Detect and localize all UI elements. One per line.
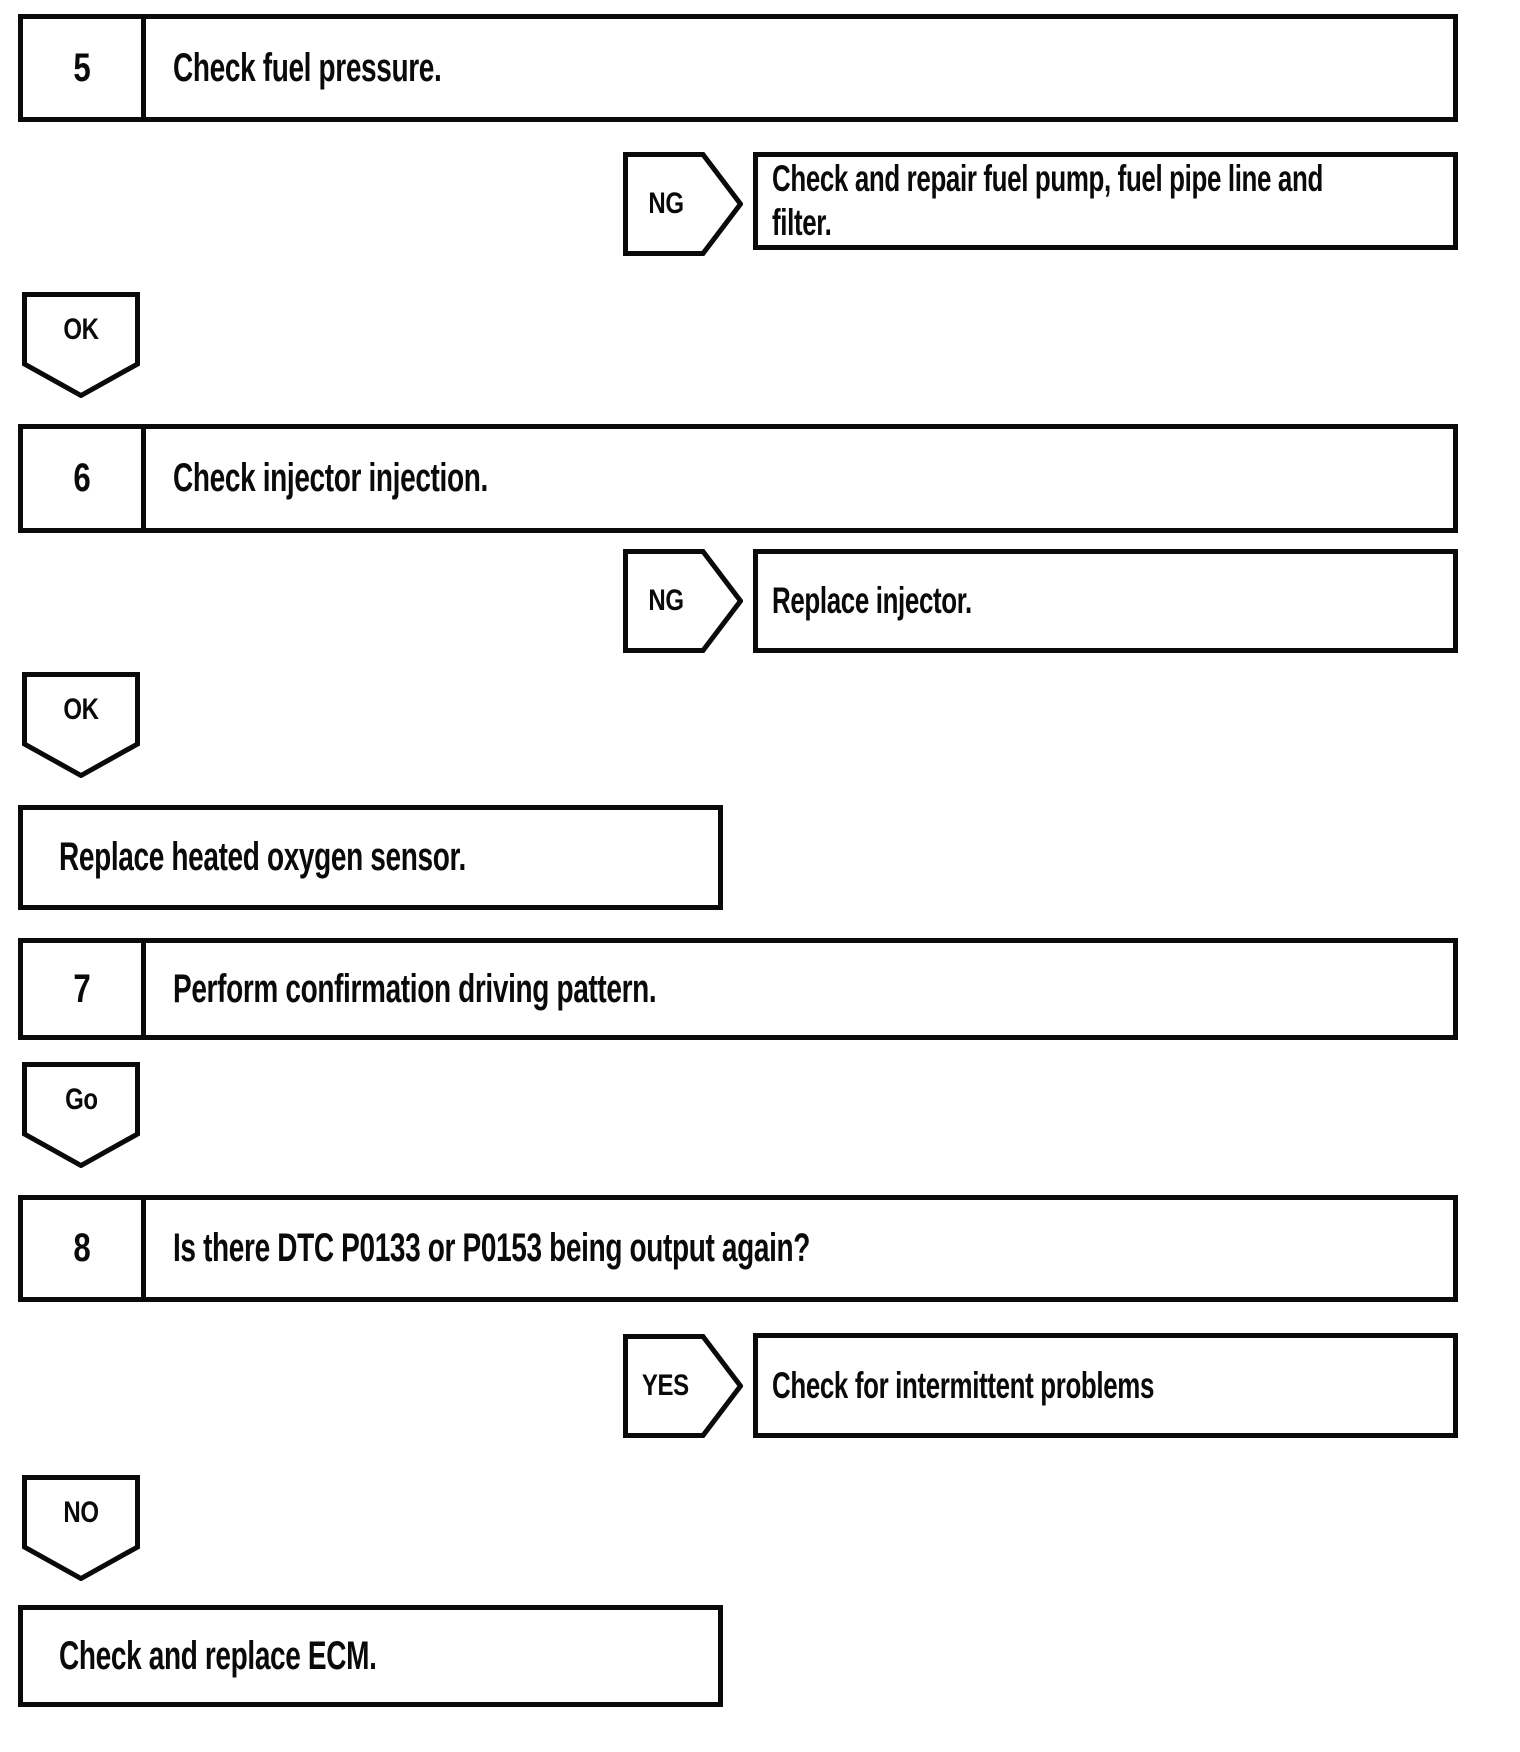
- step-number-text: 6: [73, 456, 91, 500]
- right-arrow-pentagon-shape: [623, 152, 743, 256]
- action-box-replace-heated-oxygen-sensor: Replace heated oxygen sensor.: [18, 805, 723, 910]
- step-label-8: Is there DTC P0133 or P0153 being output…: [146, 1200, 1453, 1297]
- down-arrow-pentagon-shape: [22, 1062, 140, 1168]
- result-box-intermittent-problems: Check for intermittent problems: [753, 1333, 1458, 1438]
- step-number-8: 8: [23, 1200, 146, 1297]
- result-line: Replace injector.: [772, 580, 972, 622]
- step-label-text: Is there DTC P0133 or P0153 being output…: [173, 1226, 811, 1270]
- yes-label: YES: [642, 1369, 689, 1402]
- step-box-7: 7 Perform confirmation driving pattern.: [18, 938, 1458, 1040]
- go-pentagon: Go: [22, 1062, 140, 1168]
- ng-label: NG: [647, 187, 684, 220]
- down-arrow-pentagon-shape: [22, 672, 140, 778]
- step-label-text: Check fuel pressure.: [173, 45, 442, 90]
- ng-pentagon-2: NG: [623, 549, 743, 653]
- action-text: Check and replace ECM.: [59, 1633, 377, 1678]
- step-box-8: 8 Is there DTC P0133 or P0153 being outp…: [18, 1195, 1458, 1302]
- no-pentagon: NO: [22, 1475, 140, 1581]
- ok-label: OK: [63, 313, 99, 346]
- step-number-text: 8: [73, 1226, 91, 1270]
- right-arrow-pentagon-shape: [623, 1334, 743, 1438]
- down-arrow-pentagon-shape: [22, 292, 140, 398]
- step-box-6: 6 Check injector injection.: [18, 424, 1458, 533]
- right-arrow-pentagon-shape: [623, 549, 743, 653]
- step-number-5: 5: [23, 19, 146, 117]
- ok-pentagon-2: OK: [22, 672, 140, 778]
- step-number-6: 6: [23, 429, 146, 528]
- result-box-repair-fuel-pump: Check and repair fuel pump, fuel pipe li…: [753, 152, 1458, 250]
- step-box-5: 5 Check fuel pressure.: [18, 14, 1458, 122]
- step-label-6: Check injector injection.: [146, 429, 1453, 528]
- result-line: Check for intermittent problems: [772, 1364, 1155, 1406]
- result-box-replace-injector: Replace injector.: [753, 549, 1458, 653]
- step-number-text: 5: [73, 45, 91, 90]
- step-label-5: Check fuel pressure.: [146, 19, 1453, 117]
- step-number-text: 7: [73, 966, 91, 1011]
- step-number-7: 7: [23, 943, 146, 1035]
- ng-label: NG: [647, 584, 684, 617]
- step-label-text: Check injector injection.: [173, 456, 488, 500]
- yes-pentagon: YES: [623, 1334, 743, 1438]
- action-box-check-replace-ecm: Check and replace ECM.: [18, 1605, 723, 1707]
- ok-label: OK: [63, 693, 99, 726]
- ok-pentagon-1: OK: [22, 292, 140, 398]
- result-line: filter.: [772, 202, 832, 243]
- action-text: Replace heated oxygen sensor.: [59, 835, 466, 879]
- go-label: Go: [64, 1083, 98, 1116]
- step-label-7: Perform confirmation driving pattern.: [146, 943, 1453, 1035]
- step-label-text: Perform confirmation driving pattern.: [173, 966, 657, 1011]
- ng-pentagon-1: NG: [623, 152, 743, 256]
- down-arrow-pentagon-shape: [22, 1475, 140, 1581]
- result-line: Check and repair fuel pump, fuel pipe li…: [772, 158, 1323, 200]
- no-label: NO: [63, 1496, 99, 1529]
